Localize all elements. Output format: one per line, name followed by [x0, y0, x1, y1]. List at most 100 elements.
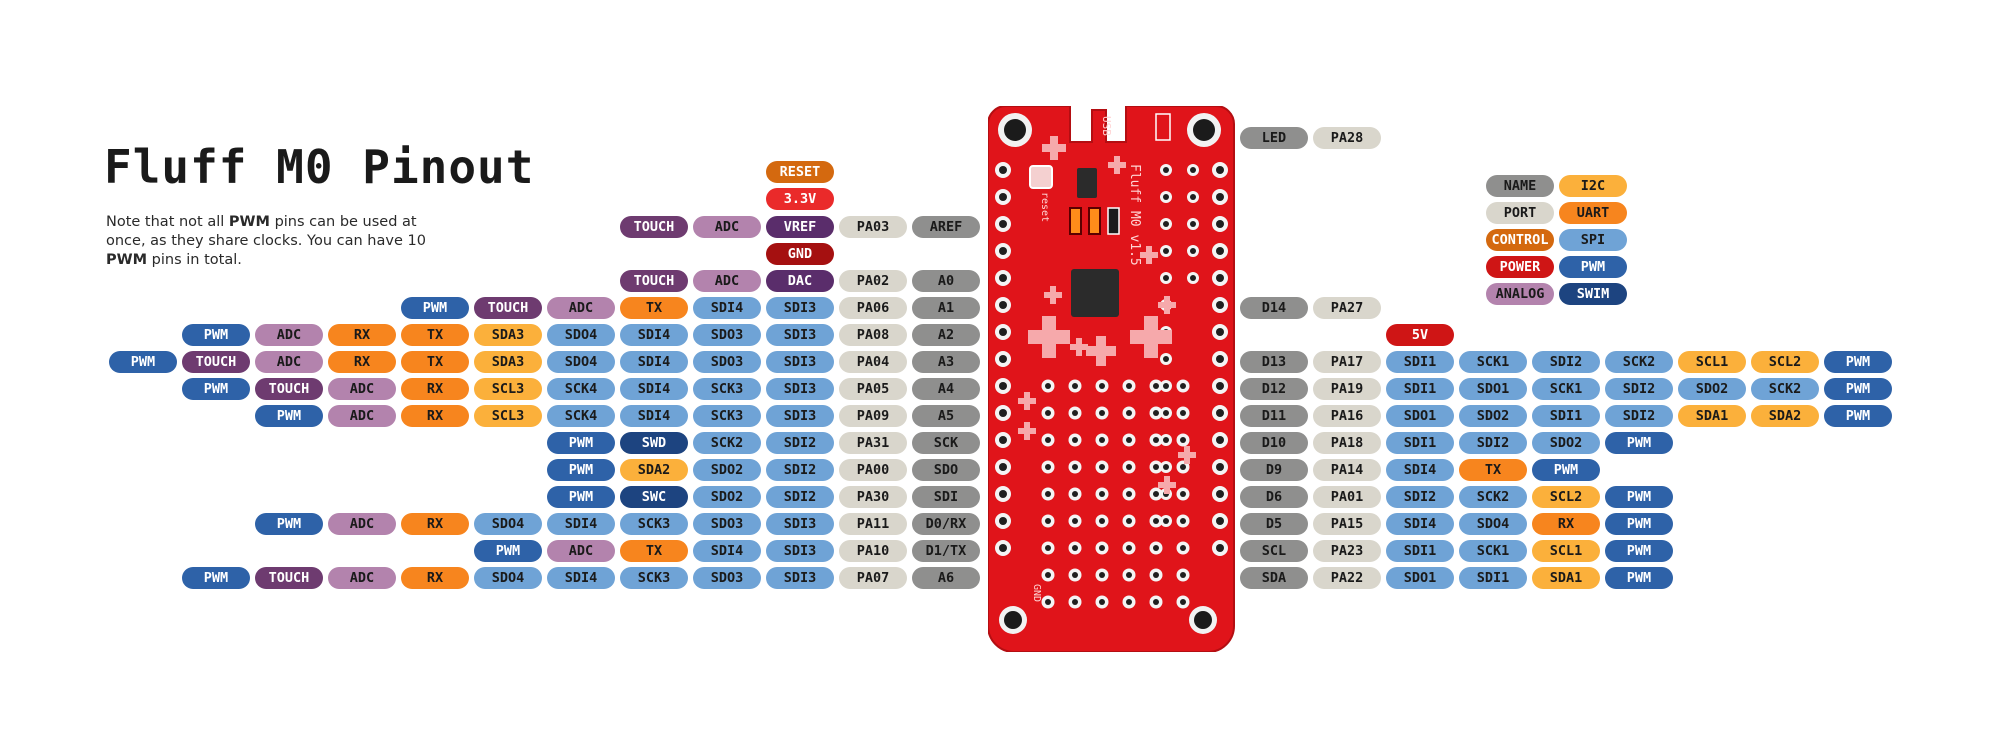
perf-hole-drill	[1126, 464, 1132, 470]
left-pin-pa31: PA31	[839, 432, 907, 454]
perf-hole-drill	[1126, 383, 1132, 389]
left-pin-pwm: PWM	[547, 459, 615, 481]
inner-pin-drill	[1190, 248, 1196, 254]
perf-hole-drill	[1072, 437, 1078, 443]
left-pin-sdo4: SDO4	[474, 513, 542, 535]
right-pin-5v: 5V	[1386, 324, 1454, 346]
right-pin-pa15: PA15	[1313, 513, 1381, 535]
fluff-m0-board: USB Fluff M0 v1.5 reset GND	[988, 106, 1235, 652]
right-pin-pa18: PA18	[1313, 432, 1381, 454]
left-pin-pa06: PA06	[839, 297, 907, 319]
right-pin-sdi2: SDI2	[1532, 351, 1600, 373]
right-pin-pwm: PWM	[1605, 513, 1673, 535]
right-pin-sdi2: SDI2	[1459, 432, 1527, 454]
left-pin-sdi3: SDI3	[766, 297, 834, 319]
inner-pin-drill	[1163, 437, 1169, 443]
left-pin-adc: ADC	[255, 324, 323, 346]
plus-mark	[1108, 156, 1126, 174]
legend-power: POWER	[1486, 256, 1554, 278]
right-header-pin-drill	[1216, 490, 1224, 498]
left-pin-sdi2: SDI2	[766, 459, 834, 481]
inner-pin-drill	[1190, 275, 1196, 281]
led-marker	[1155, 113, 1171, 141]
left-pin-sdo3: SDO3	[693, 513, 761, 535]
right-pin-scl1: SCL1	[1678, 351, 1746, 373]
perf-hole-drill	[1045, 545, 1051, 551]
right-pin-pwm: PWM	[1824, 351, 1892, 373]
perf-hole-drill	[1099, 491, 1105, 497]
right-pin-scl2: SCL2	[1751, 351, 1819, 373]
legend-swim: SWIM	[1559, 283, 1627, 305]
page-title: Fluff M0 Pinout	[104, 140, 535, 194]
reset-label: reset	[1039, 192, 1050, 222]
plus-mark	[1070, 338, 1088, 356]
right-pin-sdi1: SDI1	[1532, 405, 1600, 427]
left-pin-swc: SWC	[620, 486, 688, 508]
left-pin-adc: ADC	[328, 567, 396, 589]
left-pin-touch: TOUCH	[255, 378, 323, 400]
right-pin-sck1: SCK1	[1459, 540, 1527, 562]
right-header-pin-drill	[1216, 436, 1224, 444]
left-pin-tx: TX	[620, 297, 688, 319]
right-pin-scl2: SCL2	[1532, 486, 1600, 508]
inner-pin-drill	[1163, 410, 1169, 416]
right-pin-sdi2: SDI2	[1605, 405, 1673, 427]
left-pin-sck3: SCK3	[693, 378, 761, 400]
plus-mark	[1178, 446, 1196, 464]
perf-hole-drill	[1099, 545, 1105, 551]
perf-hole-drill	[1153, 437, 1159, 443]
left-pin-sdi3: SDI3	[766, 324, 834, 346]
plus-mark	[1086, 336, 1116, 366]
left-pin-pa04: PA04	[839, 351, 907, 373]
left-header-pin-drill	[999, 436, 1007, 444]
right-pin-sdi4: SDI4	[1386, 459, 1454, 481]
right-pin-sck1: SCK1	[1459, 351, 1527, 373]
inner-pin-drill	[1190, 221, 1196, 227]
left-pin-sda3: SDA3	[474, 351, 542, 373]
right-header-pin-drill	[1216, 193, 1224, 201]
left-pin-pwm: PWM	[182, 378, 250, 400]
left-pin-sdo4: SDO4	[547, 351, 615, 373]
plus-mark	[1018, 392, 1036, 410]
left-header-pin-drill	[999, 544, 1007, 552]
left-pin-sck: SCK	[912, 432, 980, 454]
left-pin-touch: TOUCH	[182, 351, 250, 373]
left-pin-gnd: GND	[766, 243, 834, 265]
perf-hole-drill	[1153, 572, 1159, 578]
perf-hole-drill	[1153, 491, 1159, 497]
left-pin-tx: TX	[401, 324, 469, 346]
left-pin-pwm: PWM	[255, 513, 323, 535]
right-pin-sdi1: SDI1	[1459, 567, 1527, 589]
perf-hole-drill	[1180, 437, 1186, 443]
left-pin-sdi3: SDI3	[766, 540, 834, 562]
left-pin-sdi4: SDI4	[620, 351, 688, 373]
inner-pin-drill	[1163, 221, 1169, 227]
perf-hole-drill	[1072, 572, 1078, 578]
perf-hole-drill	[1180, 491, 1186, 497]
right-pin-tx: TX	[1459, 459, 1527, 481]
perf-hole-drill	[1072, 599, 1078, 605]
left-pin-sdi3: SDI3	[766, 351, 834, 373]
inner-pin-drill	[1163, 194, 1169, 200]
right-pin-pwm: PWM	[1605, 540, 1673, 562]
right-header-pin-drill	[1216, 301, 1224, 309]
inner-pin-drill	[1163, 356, 1169, 362]
right-header-pin-drill	[1216, 517, 1224, 525]
note-text-3: pins in total.	[147, 252, 242, 268]
inner-pin-drill	[1163, 167, 1169, 173]
perf-hole-drill	[1153, 599, 1159, 605]
mounting-hole-bl-inner	[1004, 611, 1022, 629]
left-pin-sdo4: SDO4	[474, 567, 542, 589]
inner-pin-drill	[1163, 275, 1169, 281]
usb-label: USB	[1100, 116, 1113, 136]
perf-hole-drill	[1072, 410, 1078, 416]
left-pin-sdi4: SDI4	[547, 567, 615, 589]
left-header-pin-drill	[999, 301, 1007, 309]
right-pin-pwm: PWM	[1532, 459, 1600, 481]
right-pin-pa23: PA23	[1313, 540, 1381, 562]
left-pin-adc: ADC	[328, 405, 396, 427]
mounting-hole-tr-inner	[1193, 119, 1215, 141]
left-pin-pwm: PWM	[401, 297, 469, 319]
perf-hole-drill	[1180, 464, 1186, 470]
perf-hole-drill	[1045, 599, 1051, 605]
